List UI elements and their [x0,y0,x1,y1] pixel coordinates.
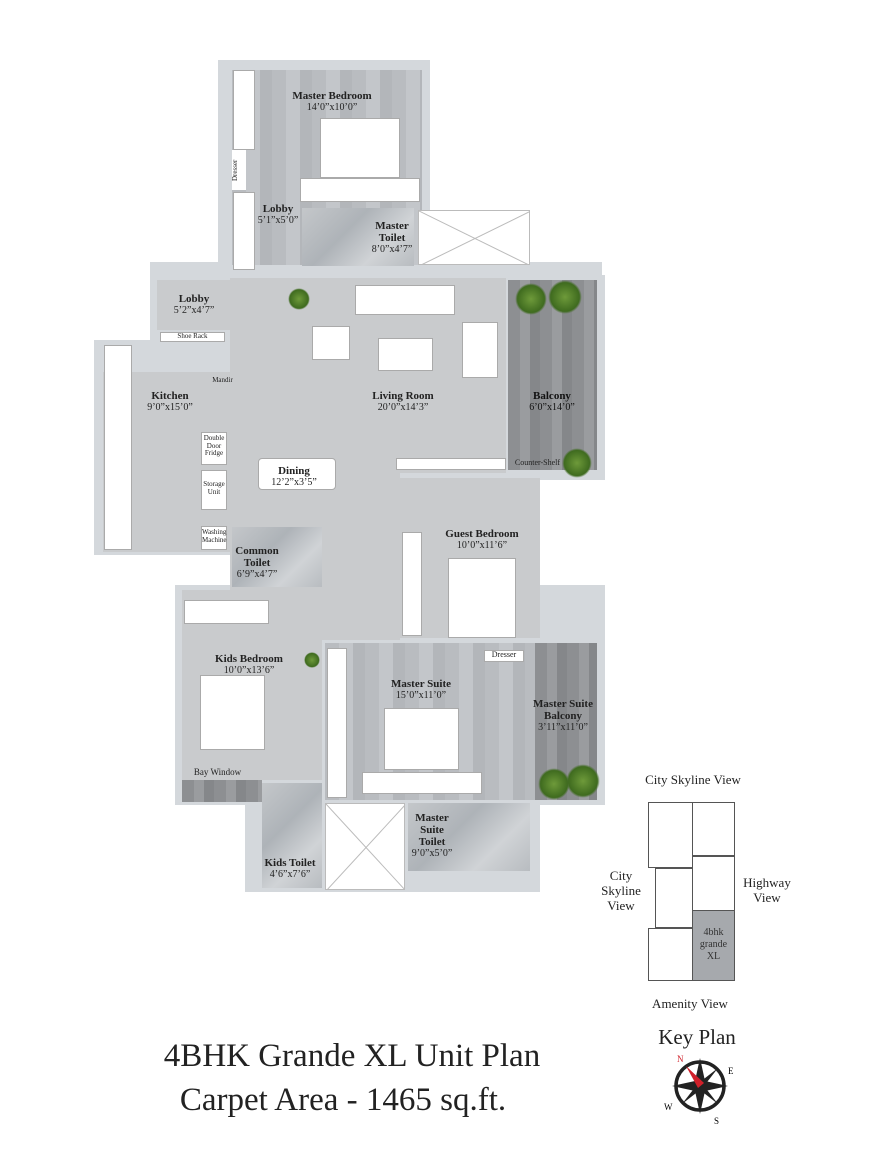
coffee-table [378,338,433,371]
pillows [362,772,482,794]
key-plan-top-view: City Skyline View [645,772,741,787]
key-plan-bottom-view: Amenity View [652,996,728,1011]
wardrobe [327,648,347,798]
dresser-label: Dresser [484,650,524,662]
compass-n: N [677,1054,684,1064]
counter-shelf-label: Counter-Shelf [514,458,561,467]
key-plan-block [655,868,693,928]
carpet-area: Carpet Area - 1465 sq.ft. [179,1082,507,1118]
plant-icon [562,448,592,478]
plant-icon [538,768,570,800]
wardrobe [233,70,255,150]
key-plan-title: Key Plan [658,1025,736,1049]
storage-unit: Storage Unit [201,470,227,510]
fridge: Double Door Fridge [201,432,227,465]
pillows [300,178,420,202]
key-plan-block [648,802,693,868]
bay-window [182,780,262,802]
bed [384,708,459,770]
open-shaft [325,803,405,890]
key-plan-block [692,802,735,856]
open-shaft [418,210,530,265]
master-suite-toilet [408,803,530,871]
shoe-rack [160,332,225,342]
bed [320,118,400,178]
plan-title: 4BHK Grande XL Unit Plan [163,1038,541,1074]
key-plan-right-view: Highway View [743,875,791,905]
master-toilet [302,208,414,266]
compass-icon: N E S W [664,1054,734,1126]
key-plan-left-view: City Skyline View [601,868,641,913]
armchair [312,326,350,360]
key-plan-block [692,856,735,911]
bay-window-label: Bay Window [193,767,242,777]
key-plan-block [648,928,693,981]
bed [448,558,516,638]
armchair [462,322,498,378]
plant-icon [288,288,310,310]
counter [396,458,506,470]
compass-w: W [664,1102,673,1112]
plant-icon [304,652,320,668]
wardrobe [184,600,269,624]
washing-machine: Washing Machine [201,526,227,550]
common-toilet [232,527,322,587]
wardrobe [233,192,255,270]
key-plan-unit: 4bhk grande XL [692,910,735,981]
sofa [355,285,455,315]
plant-icon [548,280,582,314]
dresser-label: Dresser [231,150,246,190]
compass-s: S [714,1116,719,1126]
lobby-entry [157,280,232,330]
shoe-rack-label: Shoe Rack [177,332,208,340]
bed [200,675,265,750]
passage [322,470,400,640]
compass-e: E [728,1066,734,1076]
kitchen-counter [104,345,132,550]
plant-icon [566,764,600,798]
plant-icon [515,283,547,315]
mandir-label: Mandir [212,376,233,384]
wardrobe [402,532,422,636]
dining-table [258,458,336,490]
kids-toilet [262,783,322,888]
